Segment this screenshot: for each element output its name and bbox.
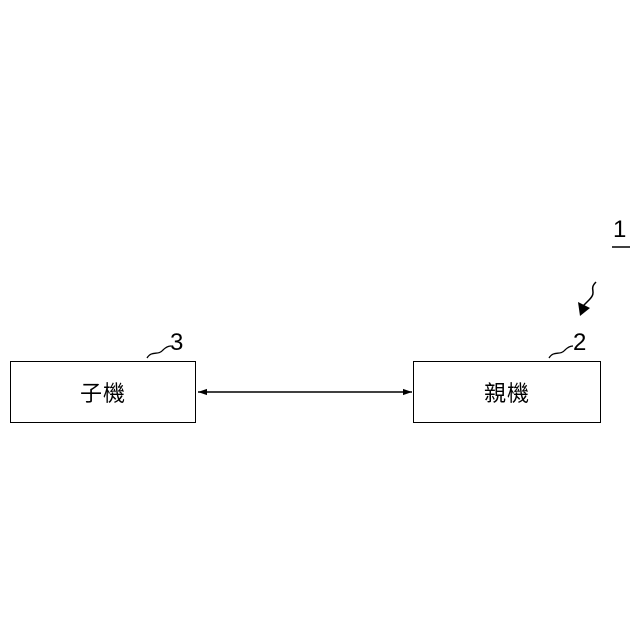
parent-unit-ref-numeral: 2 xyxy=(573,331,586,355)
child-ref-leader xyxy=(147,346,171,358)
child-unit-ref-numeral: 3 xyxy=(170,331,183,355)
system-ref-leader xyxy=(583,282,596,306)
system-ref-numeral: 1 xyxy=(613,218,626,242)
parent-ref-leader xyxy=(549,346,573,358)
child-unit-box: 子機 xyxy=(10,361,196,423)
parent-unit-label: 親機 xyxy=(484,376,530,408)
child-unit-label: 子機 xyxy=(80,376,126,408)
parent-unit-box: 親機 xyxy=(413,361,601,423)
